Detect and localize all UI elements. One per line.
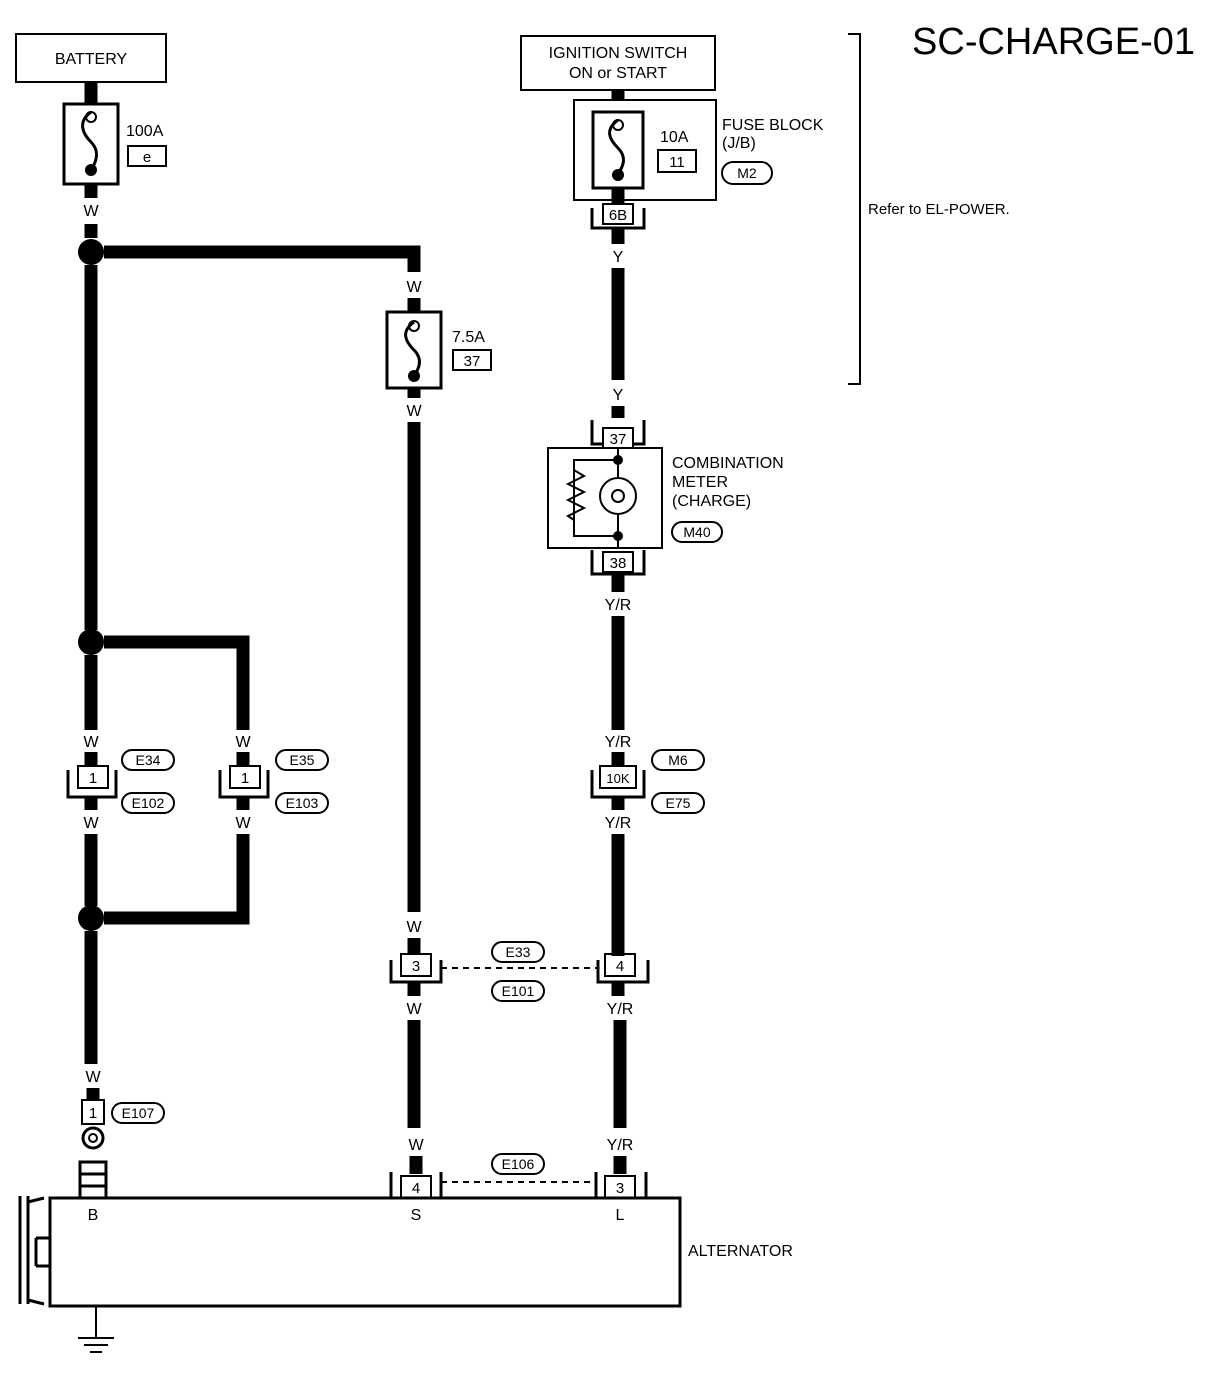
combination-meter: 37 38	[547, 420, 663, 576]
battery-label: BATTERY	[55, 51, 128, 68]
wire-color-label: Y/R	[605, 734, 632, 751]
fuse-block-label-line1: FUSE BLOCK	[722, 117, 824, 134]
splice-point	[78, 239, 104, 265]
wire-color-label: W	[406, 279, 422, 296]
terminal-b-stud	[78, 1160, 108, 1200]
connector-e33-label: E33	[506, 944, 531, 960]
connector-e102-label: E102	[132, 795, 165, 811]
connector-e35: 1 E35 E103	[218, 749, 329, 814]
wire-color-label: W	[83, 734, 99, 751]
fuse-100a: 100A e	[62, 102, 167, 186]
alternator: B S L	[18, 1196, 682, 1353]
connector-m6-pin: 10K	[606, 771, 629, 786]
fuse-7-5a-id: 37	[464, 353, 481, 370]
splice-point	[78, 629, 104, 655]
wire-color-label: Y/R	[605, 597, 632, 614]
refer-bracket	[848, 33, 861, 385]
fuse-block-pin: 6B	[609, 207, 627, 224]
connector-e34-pin: 1	[89, 770, 97, 787]
connector-e75-label: E75	[666, 795, 691, 811]
fuse-100a-id: e	[143, 149, 151, 166]
fuse-100a-rating: 100A	[126, 123, 164, 140]
wire-color-label: W	[408, 1137, 424, 1154]
terminal-b-label: B	[88, 1207, 99, 1224]
fuse-10a-id: 11	[669, 154, 685, 171]
connector-e103-label: E103	[286, 795, 319, 811]
connector-e33-pin-l: 4	[616, 958, 624, 975]
connector-e107-pin: 1	[89, 1105, 97, 1122]
wire-color-label: Y/R	[607, 1137, 634, 1154]
wire-color-label: Y	[613, 387, 624, 404]
connector-e101-label: E101	[502, 983, 535, 999]
wire-color-label: Y	[613, 249, 624, 266]
wire-color-label: W	[406, 403, 422, 420]
alternator-label: ALTERNATOR	[688, 1243, 793, 1260]
wire-color-label: W	[406, 1001, 422, 1018]
wire-color-label: W	[85, 1069, 101, 1086]
wire-color-label: W	[235, 815, 251, 832]
connector-e107-label: E107	[122, 1105, 155, 1121]
connector-e33: 3 4 E33 E101	[389, 941, 650, 1002]
meter-pin-top: 37	[610, 431, 627, 448]
terminal-l-label: L	[616, 1207, 625, 1224]
ignition-switch-component: IGNITION SWITCH ON or START	[520, 35, 716, 91]
meter-connector: M40	[683, 524, 710, 540]
ignition-switch-line2: ON or START	[569, 65, 667, 82]
fuse-block: 10A 11 6B	[573, 99, 717, 230]
connector-e106-pin-l: 3	[616, 1180, 624, 1197]
fuse-7-5a-rating: 7.5A	[452, 329, 485, 346]
ignition-switch-line1: IGNITION SWITCH	[549, 45, 688, 62]
meter-label-line3: (CHARGE)	[672, 493, 751, 510]
connector-e106: 4 3 E106	[389, 1153, 648, 1200]
terminal-s-label: S	[411, 1207, 422, 1224]
connector-e33-pin-s: 3	[412, 958, 420, 975]
connector-m6: 10K M6 E75	[590, 749, 705, 814]
diagram-title: SC-CHARGE-01	[912, 21, 1195, 63]
connector-e106-label: E106	[502, 1156, 535, 1172]
wire-color-label: Y/R	[605, 815, 632, 832]
connector-e34: 1 E34 E102	[66, 749, 175, 814]
connector-e106-pin-s: 4	[412, 1180, 420, 1197]
refer-note: Refer to EL-POWER.	[868, 201, 1010, 218]
connector-e107: 1 E107	[81, 1099, 165, 1150]
connector-e35-label: E35	[290, 752, 315, 768]
wire-color-label: Y/R	[607, 1001, 634, 1018]
battery-component: BATTERY	[15, 33, 167, 83]
meter-pin-bottom: 38	[610, 555, 627, 572]
fuse-block-connector: M2	[737, 165, 757, 181]
fuse-block-label-line2: (J/B)	[722, 135, 756, 152]
meter-label-line1: COMBINATION	[672, 455, 784, 472]
connector-e35-pin: 1	[241, 770, 249, 787]
meter-label-line2: METER	[672, 474, 728, 491]
wire-color-label: W	[406, 919, 422, 936]
splice-point	[78, 905, 104, 931]
connector-m6-label: M6	[668, 752, 688, 768]
fuse-7-5a: 7.5A 37	[385, 310, 492, 390]
wire-color-label: W	[235, 734, 251, 751]
fuse-10a-rating: 10A	[660, 129, 689, 146]
wire-color-label: W	[83, 815, 99, 832]
wire-color-label: W	[83, 203, 99, 220]
connector-e34-label: E34	[136, 752, 161, 768]
